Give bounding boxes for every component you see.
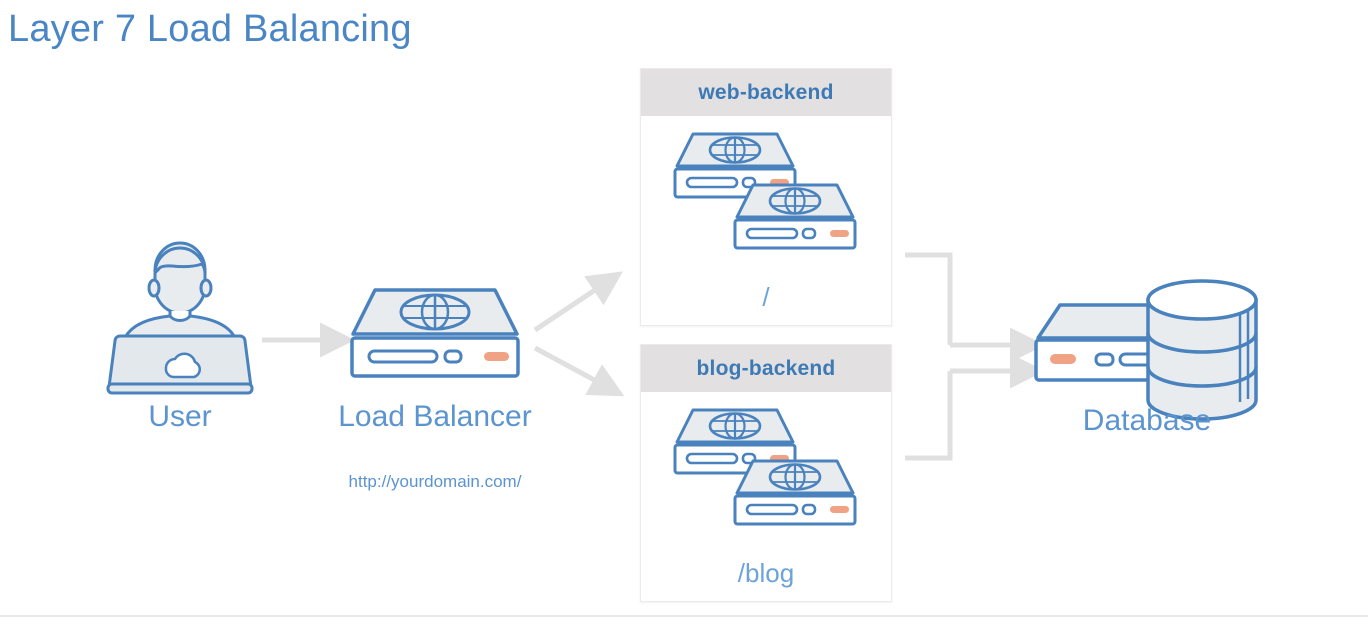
server-stack-blog-backend bbox=[671, 406, 861, 541]
status-led bbox=[1050, 354, 1076, 364]
page-title: Layer 7 Load Balancing bbox=[8, 8, 412, 50]
group-path-web-backend: / bbox=[762, 282, 770, 312]
server-stack-icon bbox=[673, 408, 857, 526]
node-database[interactable] bbox=[1022, 279, 1272, 425]
cloud-icon bbox=[164, 352, 201, 379]
arrow-blog-backend-to-database bbox=[905, 353, 1045, 461]
server-front bbox=[733, 459, 857, 526]
server-globe-icon bbox=[350, 288, 520, 378]
load-balancer-url: http://yourdomain.com/ bbox=[348, 472, 522, 491]
arrow-lb-to-web-backend bbox=[533, 271, 623, 333]
node-load-balancer[interactable] bbox=[345, 284, 525, 384]
status-led bbox=[484, 352, 509, 361]
section-divider bbox=[0, 615, 1368, 617]
arrow-web-backend-to-database bbox=[905, 252, 1045, 363]
database-label: Database bbox=[1082, 404, 1212, 437]
database-server-icon bbox=[1034, 279, 1258, 421]
server-stack-web-backend bbox=[671, 130, 861, 265]
server-front bbox=[733, 183, 857, 250]
node-user[interactable] bbox=[100, 218, 260, 398]
group-header-blog-backend: blog-backend bbox=[641, 345, 891, 392]
arrow-lb-to-blog-backend bbox=[533, 345, 625, 397]
load-balancer-label: Load Balancer bbox=[338, 400, 532, 433]
group-box-blog-backend[interactable]: blog-backend bbox=[640, 344, 892, 602]
group-header-web-backend: web-backend bbox=[641, 69, 891, 116]
server-stack-icon bbox=[673, 132, 857, 250]
database-cylinder bbox=[1146, 279, 1258, 421]
server-back bbox=[673, 408, 797, 475]
group-box-web-backend[interactable]: web-backend bbox=[640, 68, 892, 326]
group-body-web-backend: / bbox=[641, 116, 891, 325]
user-label: User bbox=[148, 400, 212, 433]
group-path-blog-backend: /blog bbox=[737, 558, 795, 588]
user-at-laptop-icon bbox=[106, 241, 254, 395]
group-body-blog-backend: /blog bbox=[641, 392, 891, 601]
